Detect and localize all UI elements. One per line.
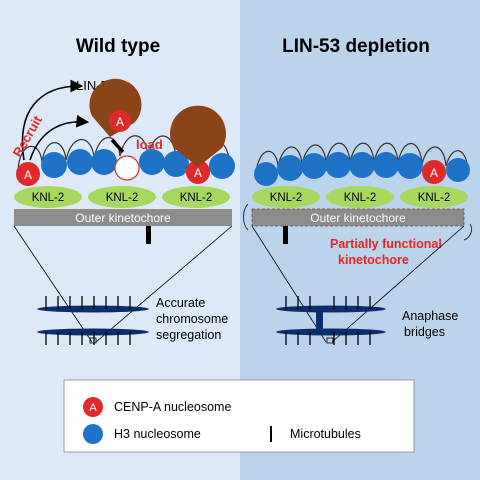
right-outer-kinetochore-bar [251,208,465,227]
left-zoom-line [95,225,233,343]
knl2-protein [252,186,320,208]
legend-cenp-a-icon [83,397,103,417]
legend-cenp-a-letter: A [89,402,97,414]
left-outer-kinetochore-bar [14,209,232,226]
left-chromosomes [37,296,149,345]
h3-nucleosome [397,153,423,179]
right-outcome-line2: bridges [404,325,445,339]
cenp-a-letter: A [24,168,32,182]
right-nucleosome-row: A [254,152,470,186]
cenp-a-nucleosome [422,160,446,184]
h3-nucleosome [139,149,165,175]
partial-kinetochore-line1: Partially functional [330,237,442,251]
right-zoom-line [251,225,327,343]
anaphase-bridge [316,309,323,332]
partial-kinetochore-line2: kinetochore [338,253,409,267]
h3-nucleosome [91,149,117,175]
knl2-protein [162,186,230,208]
load-label: load [136,137,163,152]
cenp-a-letter: A [194,166,202,180]
left-microtubule-attachment [146,226,151,244]
recruit-arrow-secondary [29,114,90,161]
knl2-label: KNL-2 [418,192,451,204]
left-outcome-line1: Accurate [156,296,205,310]
cenp-a-cargo [109,110,131,132]
cenp-a-nucleosome [186,160,210,184]
microtubule-ticks [285,296,371,345]
h3-nucleosome [277,155,303,181]
knl2-protein [326,186,394,208]
right-zoom-line [331,225,465,343]
h3-nucleosome [209,153,235,179]
empty-nucleosome-slot [114,155,140,181]
microtubule-ticks [45,296,131,345]
h3-nucleosome [163,151,189,177]
h3-nucleosome [349,152,375,178]
legend-cenp-a-label: CENP-A nucleosome [114,400,231,414]
left-zoom-line [13,225,93,343]
knl2-protein [88,186,156,208]
knl2-protein [400,186,468,208]
knl2-label: KNL-2 [180,192,213,204]
right-panel-title: LIN-53 depletion [282,36,430,57]
h3-nucleosome [301,153,327,179]
legend-microtubule-icon [270,426,272,442]
h3-nucleosome [254,162,278,186]
left-outcome-line2: chromosome [156,312,228,326]
legend-microtubule-label: Microtubules [290,427,361,441]
right-chromosomes [276,296,386,345]
zoom-marker [326,337,334,344]
knl2-label: KNL-2 [32,192,65,204]
h3-nucleosome [446,158,470,182]
right-microtubule-attachment [283,226,288,244]
right-knl2-row: KNL-2 KNL-2 KNL-2 [252,186,468,208]
knl2-label: KNL-2 [270,192,303,204]
left-panel-title: Wild type [76,36,160,57]
legend-h3-label: H3 nucleosome [114,427,201,441]
h3-nucleosome [67,149,93,175]
h3-nucleosome [41,152,67,178]
h3-nucleosome [373,152,399,178]
h3-nucleosome [325,152,351,178]
sister-chromatid [37,328,149,336]
zoom-marker [89,337,97,344]
left-nucleosome-row: A A [16,149,235,186]
knl2-protein [14,186,82,208]
cenp-a-letter: A [116,115,124,129]
right-outer-kinetochore-label: Outer kinetochore [310,211,406,225]
right-outcome-line1: Anaphase [402,309,458,323]
cenp-a-nucleosome [16,162,40,186]
sister-chromatid [37,305,149,313]
cenp-a-letter: A [430,166,438,180]
left-outcome-line3: segregation [156,328,221,342]
left-knl2-row: KNL-2 KNL-2 KNL-2 [14,186,230,208]
knl2-label: KNL-2 [344,192,377,204]
instability-mark-right [463,223,473,241]
instability-mark-left [243,203,249,231]
left-outer-kinetochore-label: Outer kinetochore [75,211,171,225]
knl2-label: KNL-2 [106,192,139,204]
legend-box [63,379,415,453]
lin53-protein-shape-bound [169,105,226,167]
recruit-arrow [21,79,84,161]
load-arrow [110,138,125,154]
legend-h3-icon [83,424,103,444]
